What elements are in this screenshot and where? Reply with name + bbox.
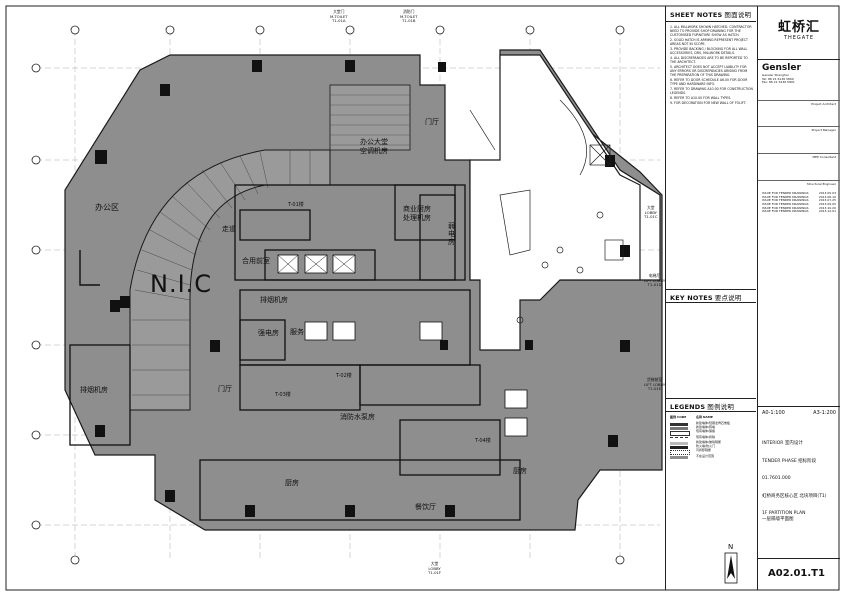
- tag-top-a: 大堂门 M-TOILET T1-01A: [330, 9, 348, 24]
- legend-header-code: 图例 CODE: [670, 415, 687, 419]
- legend-item: 可拆卸隔断: [670, 448, 752, 455]
- sheet-notes-title: SHEET NOTES: [670, 11, 723, 19]
- client-logo-sub: THEGATE: [783, 35, 815, 41]
- client-logo: 虹桥汇 THEGATE: [758, 6, 840, 41]
- core-walls: [69, 184, 521, 521]
- legend-item: 现有墙体/拆除: [670, 435, 752, 441]
- architect-line: Tel: 86 21 6136 5800: [762, 76, 794, 81]
- sheet-note: 6. REFER TO DOOR SCHEDULE A6.00 FOR DOOR…: [670, 78, 748, 86]
- scale-label-2: A3-1:200: [813, 410, 836, 416]
- sheet-note: 3. PROVIDE BACKING / BLOCKING FOR ALL WA…: [670, 47, 748, 55]
- tag-right-b: 电梯厅 LIFT LOBBY T1-01D: [644, 273, 666, 288]
- legends-title: LEGENDS: [670, 403, 706, 411]
- label-service: 服务: [290, 328, 304, 336]
- label-stair-d: T-04楼: [475, 438, 491, 444]
- legend-header-name: 名称 NAME: [696, 415, 713, 419]
- sheet-note: 4. ALL DISCREPANCIES ARE TO BE REPORTED …: [670, 56, 748, 64]
- client-logo-text: 虹桥汇: [777, 20, 820, 35]
- label-dining-hall: 餐饮厅: [415, 503, 436, 511]
- tag-right-a: 大堂 LOBBY T1-01C: [644, 205, 658, 220]
- north-arrow: N: [724, 543, 738, 585]
- label-kitchen-right: 厨房: [513, 467, 527, 475]
- legend-item: 新建墙体/砖墙: [670, 425, 752, 430]
- label-fire-room: 消防水泵房: [340, 413, 375, 421]
- tag-top-b: 消防门 M-TOILET T1-01B: [400, 9, 418, 24]
- label-kitchen-left: 厨房: [285, 479, 299, 487]
- sheet-notes-list: 1. ALL MILLWORK SHOWN HATCHED. CONTRACTO…: [670, 25, 753, 105]
- drawing-title-en: 1F PARTITION PLAN: [762, 511, 806, 516]
- sheet-border: [5, 5, 840, 591]
- north-arrow-icon: [724, 552, 738, 584]
- label-elec-room-mid: 强电房: [258, 329, 279, 337]
- sheet-note: 2. SOLID HATCH IS ARMING REPRESENT PROJE…: [670, 38, 748, 46]
- project-number: 01.7601.000: [762, 476, 791, 481]
- drawing-title-zh: 一层隔墙平面图: [762, 517, 794, 522]
- label-foyer-right: 门厅: [425, 118, 439, 126]
- scale-label: A0-1:100: [762, 410, 785, 416]
- label-office-hvac-room: 办公大堂 空调机房: [360, 138, 388, 155]
- lobby-fixtures: [469, 99, 624, 324]
- grid-bubbles: [31, 25, 625, 565]
- sheet-note: 7. REFER TO DRAWING A10.00 FOR CONSTRUCT…: [670, 87, 753, 95]
- sheet-number: A02.01.T1: [768, 568, 825, 579]
- label-stair-b: T-02楼: [336, 373, 352, 379]
- legend-item: 新建墙体/玻璃隔断: [670, 440, 752, 445]
- discipline: INTERIOR 室内设计: [762, 441, 803, 446]
- field-label: Project Manager: [811, 128, 836, 133]
- legend-item: 新建墙体/轻钢龙骨石膏板: [670, 421, 752, 426]
- legends-title-zh: 图例说明: [707, 403, 735, 411]
- legend-item: 现有墙体/保留: [670, 429, 752, 436]
- field-label: Project Architect: [811, 101, 836, 106]
- label-shared-front-room: 合用前室: [242, 257, 270, 265]
- legend-table: 图例 CODE 名称 NAME 新建墙体/轻钢龙骨石膏板 新建墙体/砖墙 现有墙…: [670, 415, 752, 459]
- legend-item: 防火墙/防火门: [670, 444, 752, 449]
- sheet-notes-title-zh: 图面说明: [724, 11, 752, 19]
- project-name: 虹桥商务区核心区 北块项目(T1): [762, 494, 827, 499]
- north-label: N: [728, 543, 734, 551]
- label-exhaust-room-mid: 排烟机房: [260, 296, 288, 304]
- hatched-block: [329, 84, 411, 151]
- field-label: Structural Engineer: [806, 181, 836, 186]
- label-elec-room-right: 弱电房: [448, 222, 455, 246]
- field-label: MEP Consultant: [812, 154, 836, 159]
- key-notes-title: KEY NOTES: [670, 294, 713, 302]
- sheet-note: 5. ARCHITECT DOES NOT ACCEPT LIABILITY F…: [670, 65, 748, 77]
- architect-line: Gensler Shanghai: [762, 73, 789, 77]
- label-catering-waste-room: 商业厨房 处理机房: [403, 205, 431, 222]
- architect-line: Fax: 86 21 6136 5801: [762, 80, 795, 85]
- title-block: 虹桥汇 THEGATE Gensler Gensler Shanghai Tel…: [757, 6, 840, 590]
- phase: TENDER PHASE 招标阶段: [762, 459, 817, 464]
- sheet-note: 8. REFER TO A10.00 FOR WALL TYPES.: [670, 96, 732, 100]
- lobby-area: [469, 54, 641, 351]
- sheet-note: 9. FOR DECORATION FOR NEW WALL OF FOLIFT…: [670, 101, 747, 105]
- legend-item: 不在设计范围: [670, 454, 752, 459]
- label-office-zone: 办公区: [95, 203, 119, 212]
- sheet-note: 1. ALL MILLWORK SHOWN HATCHED. CONTRACTO…: [670, 25, 752, 37]
- label-foyer-mid: 门厅: [218, 385, 232, 393]
- tag-right-c: 货梯前室 LIFT LOBBY T1-01E: [644, 377, 666, 392]
- label-stair-c: T-03楼: [275, 392, 291, 398]
- key-notes-title-zh: 要点说明: [714, 294, 742, 302]
- architect-name: Gensler: [762, 63, 801, 73]
- label-exhaust-room-left: 排烟机房: [80, 386, 108, 394]
- label-stair-a: T-01楼: [288, 202, 304, 208]
- label-corridor: 走道: [222, 225, 236, 233]
- label-nic: N.I.C: [150, 270, 213, 298]
- tag-bottom: 大堂 LOBBY T1-01F: [428, 561, 442, 576]
